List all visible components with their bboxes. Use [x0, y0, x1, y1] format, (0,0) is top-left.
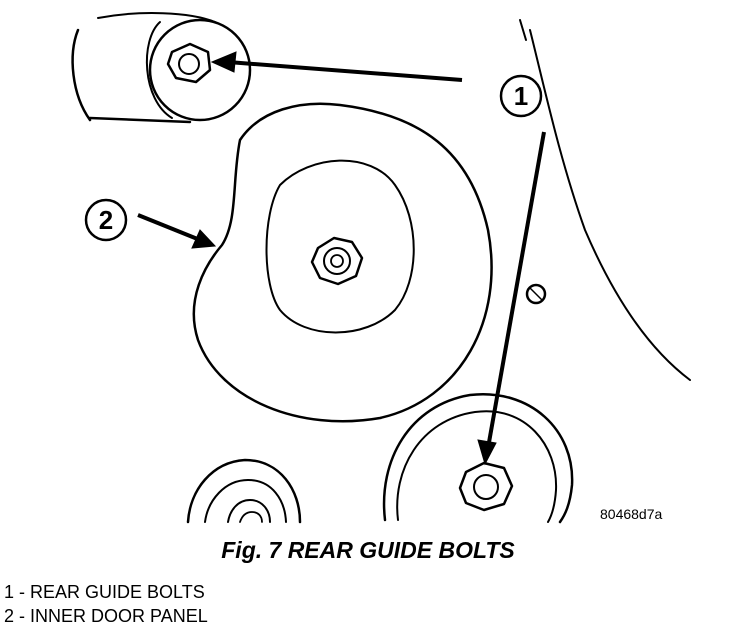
- legend-item-2: 2 - INNER DOOR PANEL: [4, 604, 208, 628]
- image-code: 80468d7a: [600, 506, 663, 522]
- callout-1: 1: [499, 74, 543, 118]
- door-guide-diagram: 1 2 80468d7a: [71, 12, 691, 524]
- legend-item-1-number: 1: [4, 582, 15, 602]
- callout-1-arrow-lower: [477, 131, 546, 466]
- legend-item-1-label: REAR GUIDE BOLTS: [30, 582, 205, 602]
- callout-2-arrow: [137, 213, 217, 249]
- legend-item-2-label: INNER DOOR PANEL: [30, 606, 208, 626]
- lower-guide-roller: [382, 392, 574, 524]
- door-edge: [519, 19, 691, 381]
- legend-item-2-number: 2: [4, 606, 15, 626]
- legend-item-1: 1 - REAR GUIDE BOLTS: [4, 580, 208, 604]
- callout-2-number: 2: [99, 205, 113, 235]
- callout-1-arrow-upper: [210, 51, 463, 82]
- legend-item-2-separator: -: [14, 606, 31, 626]
- bottom-roller: [186, 458, 302, 524]
- callout-2: 2: [84, 198, 128, 242]
- figure-caption: Fig. 7 REAR GUIDE BOLTS: [221, 537, 515, 563]
- legend-item-1-separator: -: [14, 582, 31, 602]
- legend: 1 - REAR GUIDE BOLTS 2 - INNER DOOR PANE…: [4, 580, 208, 628]
- leader-arrows: [137, 51, 546, 466]
- panel-center-nut: [310, 236, 364, 286]
- upper-guide-roller: [71, 12, 252, 124]
- upper-rear-guide-bolt: [166, 42, 212, 84]
- lower-rear-guide-bolt: [458, 461, 514, 512]
- small-pin: [525, 283, 547, 305]
- callout-1-number: 1: [514, 81, 528, 111]
- inner-door-panel: [192, 102, 493, 423]
